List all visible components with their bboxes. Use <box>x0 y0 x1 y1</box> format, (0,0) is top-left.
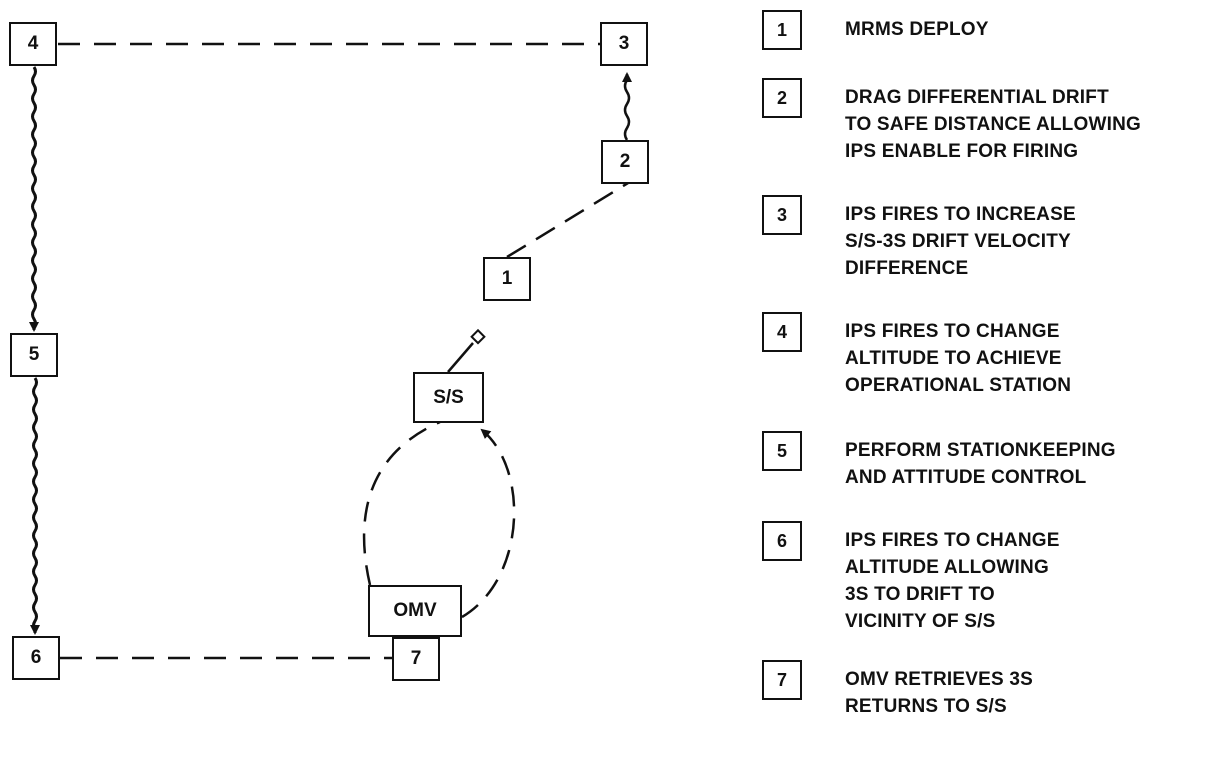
legend-description-line: OPERATIONAL STATION <box>845 375 1072 396</box>
legend-number-box: 4 <box>762 312 802 352</box>
legend-description-line: RETURNS TO S/S <box>845 696 1007 717</box>
legend-description: IPS FIRES TO CHANGE ALTITUDE ALLOWING 3S T… <box>845 527 1226 635</box>
legend-description-line: DRAG DIFFERENTIAL DRIFT <box>845 87 1109 108</box>
legend-number-box: 2 <box>762 78 802 118</box>
legend-description-line: PERFORM STATIONKEEPING <box>845 440 1116 461</box>
legend-description-line: IPS FIRES TO INCREASE <box>845 204 1076 225</box>
path-5-to-6 <box>30 377 40 635</box>
legend-number-box: 6 <box>762 521 802 561</box>
legend-number-box: 5 <box>762 431 802 471</box>
node-5: 5 <box>10 333 58 377</box>
legend-description-line: VICINITY OF S/S <box>845 611 996 632</box>
path-1-to-2 <box>506 181 629 259</box>
legend-description: IPS FIRES TO CHANGE ALTITUDE TO ACHIEVE OP… <box>845 318 1226 399</box>
legend-description: MRMS DEPLOY <box>845 16 1226 43</box>
path-4-to-5 <box>29 66 39 332</box>
node-2: 2 <box>601 140 649 184</box>
legend-number-box: 7 <box>762 660 802 700</box>
legend-description-line: MRMS DEPLOY <box>845 19 989 40</box>
legend-description-line: S/S-3S DRIFT VELOCITY <box>845 231 1071 252</box>
legend-description-line: OMV RETRIEVES 3S <box>845 669 1033 690</box>
legend-description-line: TO SAFE DISTANCE ALLOWING <box>845 114 1141 135</box>
legend-number-box: 1 <box>762 10 802 50</box>
legend-description-line: ALTITUDE TO ACHIEVE <box>845 348 1062 369</box>
space-station-box: S/S <box>413 372 484 423</box>
legend-description-line: IPS ENABLE FOR FIRING <box>845 141 1079 162</box>
ss-antenna <box>447 342 474 373</box>
legend-description: OMV RETRIEVES 3S RETURNS TO S/S <box>845 666 1226 720</box>
legend-description-line: 3S TO DRIFT TO <box>845 584 995 605</box>
legend-description: DRAG DIFFERENTIAL DRIFT TO SAFE DISTANCE … <box>845 84 1226 165</box>
node-3: 3 <box>600 22 648 66</box>
node-7: 7 <box>392 637 440 681</box>
ss-antenna-tip <box>470 328 486 345</box>
node-1: 1 <box>483 257 531 301</box>
path-2-to-3 <box>622 72 632 141</box>
legend-description: IPS FIRES TO INCREASE S/S-3S DRIFT VELOCI… <box>845 201 1226 282</box>
legend-description: PERFORM STATIONKEEPING AND ATTITUDE CONTR… <box>845 437 1226 491</box>
legend-number-box: 3 <box>762 195 802 235</box>
omv-return-path <box>461 428 516 619</box>
node-4: 4 <box>9 22 57 66</box>
omv-outbound-path <box>362 420 441 586</box>
legend-description-line: ALTITUDE ALLOWING <box>845 557 1049 578</box>
legend-description-line: IPS FIRES TO CHANGE <box>845 321 1060 342</box>
legend-description-line: DIFFERENCE <box>845 258 969 279</box>
omv-box: OMV <box>368 585 462 637</box>
node-6: 6 <box>12 636 60 680</box>
legend-description-line: IPS FIRES TO CHANGE <box>845 530 1060 551</box>
legend-description-line: AND ATTITUDE CONTROL <box>845 467 1087 488</box>
